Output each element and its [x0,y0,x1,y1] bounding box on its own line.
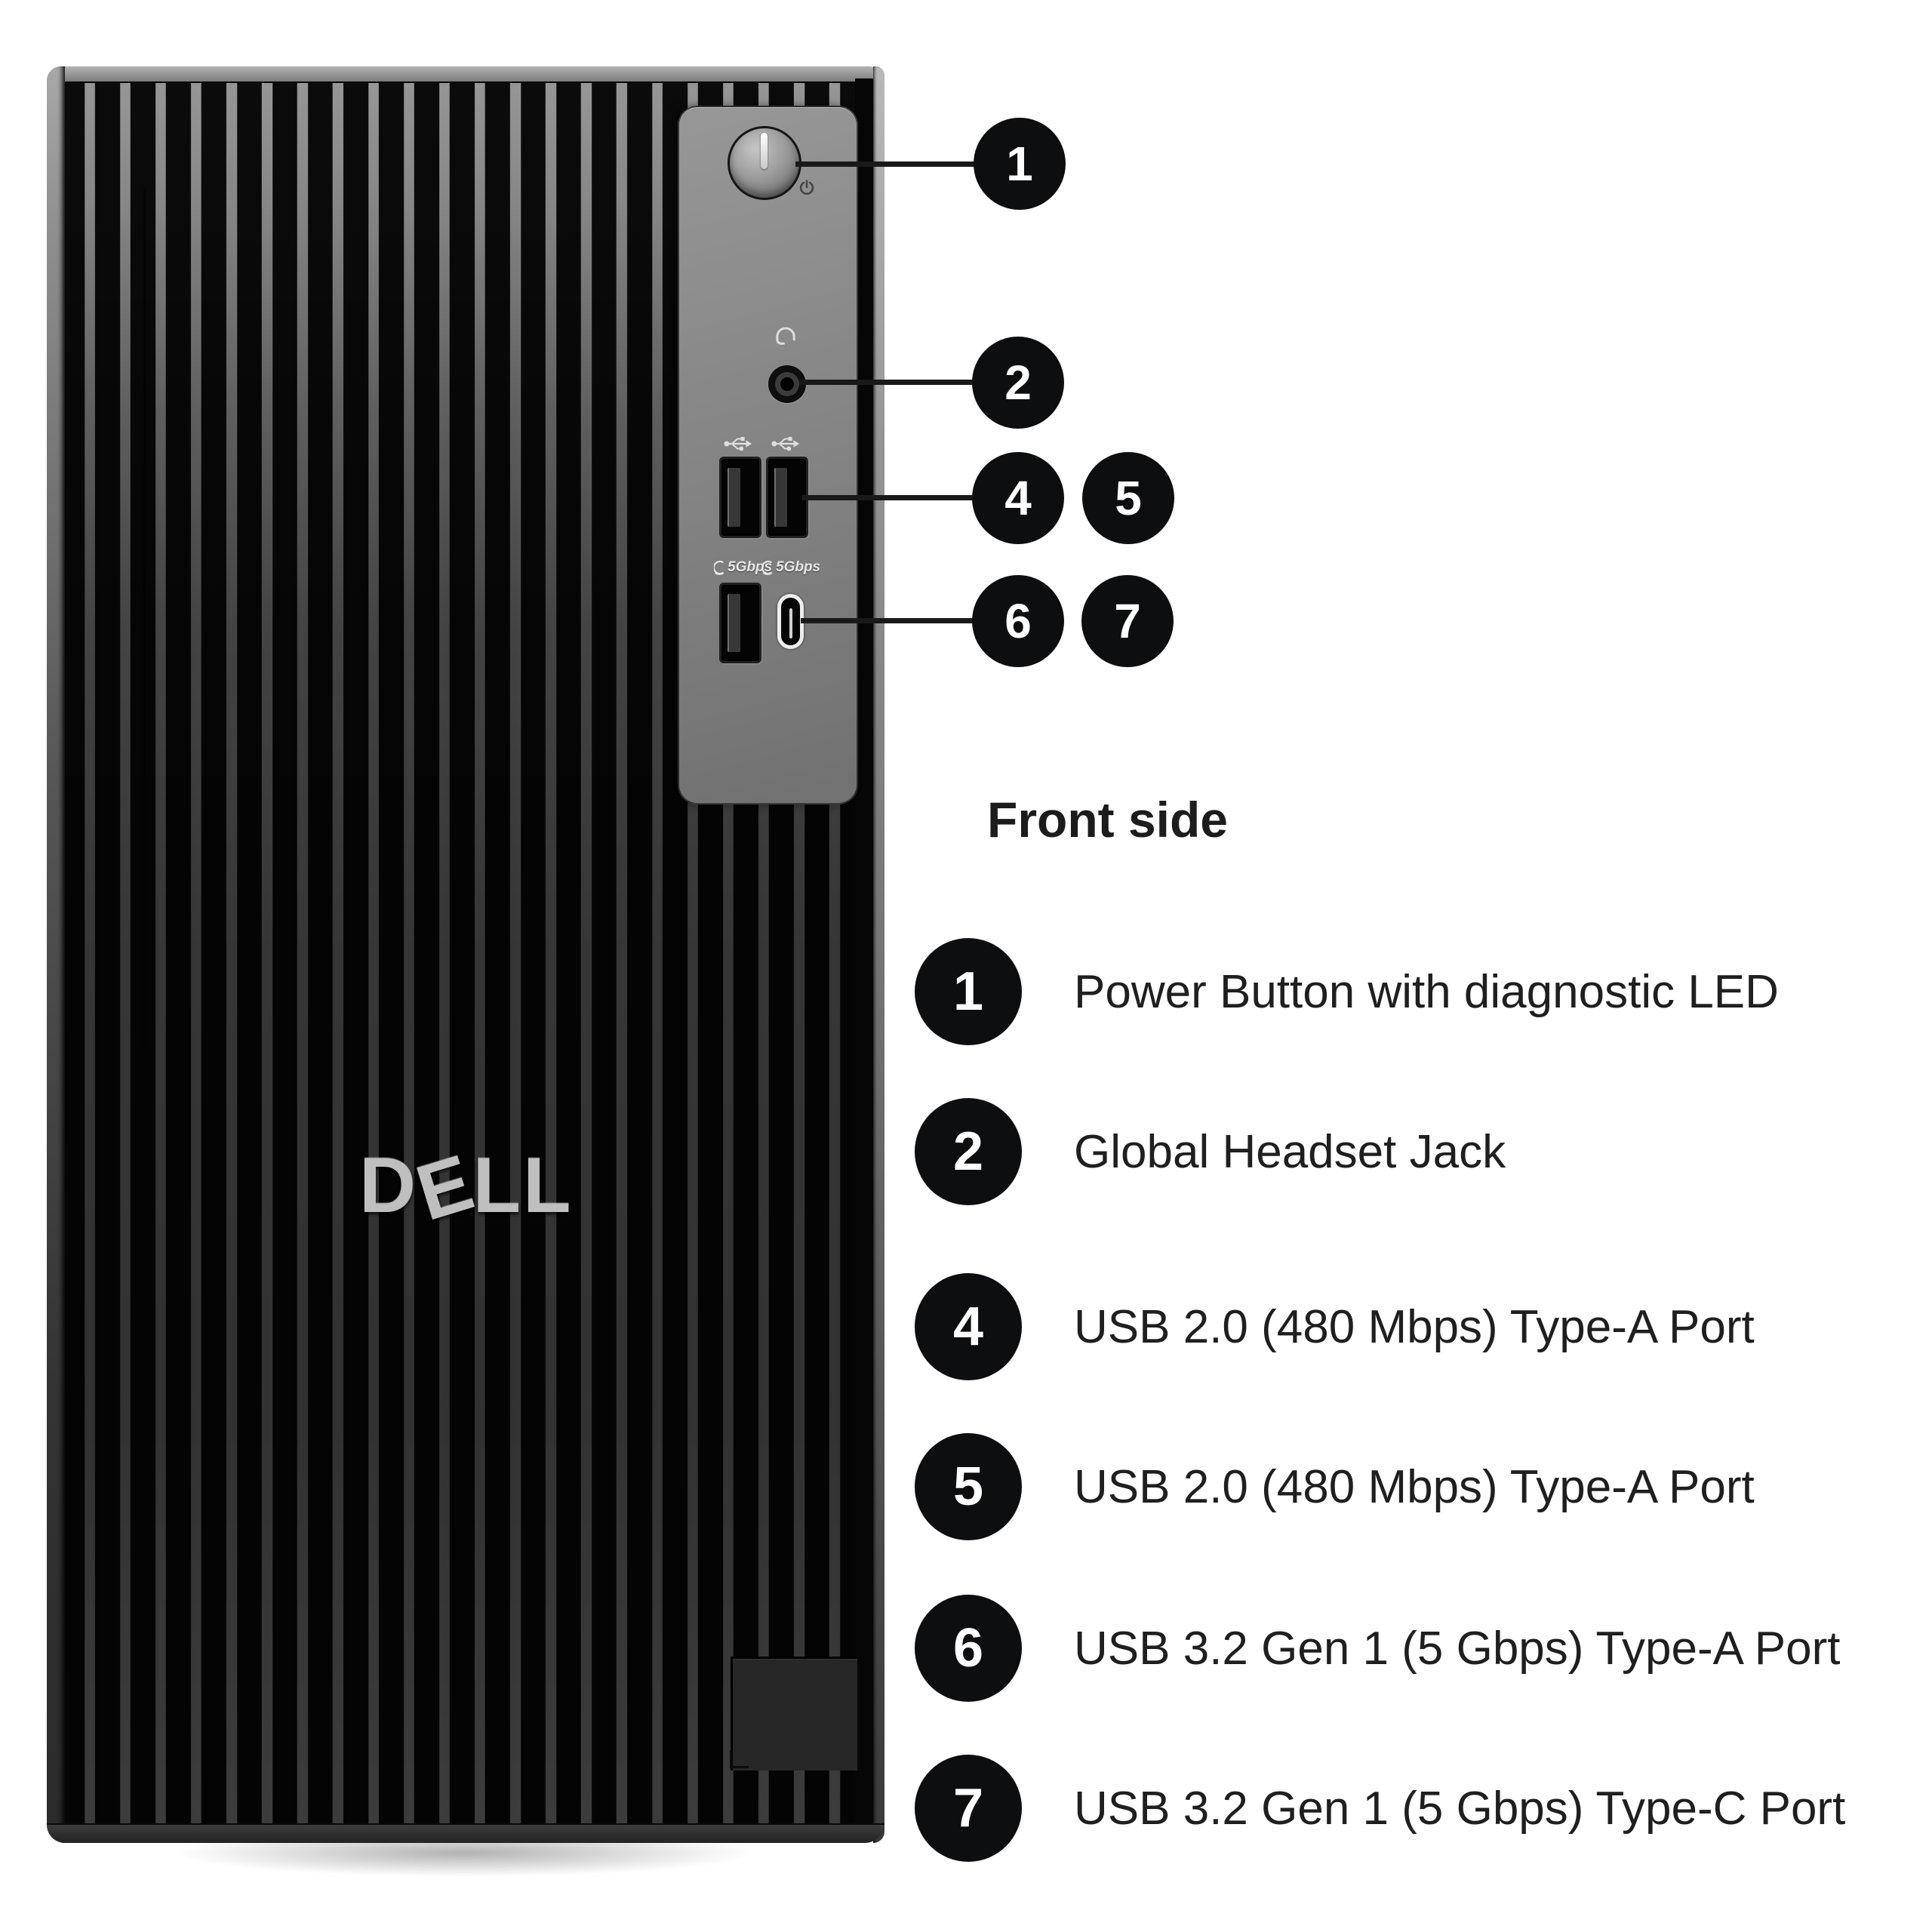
legend-number-badge: 7 [915,1755,1022,1862]
callout-1: 1 [974,118,1066,210]
legend-row-5: 5 USB 2.0 (480 Mbps) Type-A Port [915,1433,1755,1540]
legend-label: USB 3.2 Gen 1 (5 Gbps) Type-C Port [1074,1782,1846,1835]
headset-icon [774,323,797,347]
section-title: Front side [987,792,1229,848]
right-gap-groove [855,78,873,1826]
legend-row-4: 4 USB 2.0 (480 Mbps) Type-A Port [915,1273,1755,1380]
legend-number-badge: 6 [915,1595,1022,1702]
leader-line-2 [799,380,1019,385]
callout-7: 7 [1081,575,1174,667]
callout-number: 2 [1004,355,1032,410]
callout-number: 5 [1115,471,1142,525]
usb2-type-a-port-left [719,457,761,538]
dell-logo-letter: L [472,1141,524,1229]
legend-number-badge: 2 [915,1098,1022,1205]
leader-line-4 [802,495,1019,500]
usb-icon [724,435,752,453]
legend-row-7: 7 USB 3.2 Gen 1 (5 Gbps) Type-C Port [915,1755,1845,1862]
callout-2: 2 [972,337,1064,429]
headset-jack [768,365,806,403]
legend-number-badge: 4 [915,1273,1022,1380]
usb-speed-label: 5Gbps [728,559,773,575]
legend-label: USB 2.0 (480 Mbps) Type-A Port [1074,1460,1755,1513]
leader-line-6 [801,618,1019,623]
right-bezel [873,66,884,1843]
usb2-type-a-port-right [766,457,808,538]
drive-bay-seam-mark [730,1751,749,1768]
callout-6: 6 [972,575,1064,667]
legend-label: Power Button with diagnostic LED [1074,965,1779,1018]
usb3-type-c-port [777,594,804,649]
legend-row-1: 1 Power Button with diagnostic LED [915,938,1779,1045]
callout-number: 1 [1006,137,1033,191]
bottom-bezel [47,1823,884,1843]
top-bezel [47,66,884,82]
callout-number: 4 [1004,471,1032,525]
dell-logo-letter: L [523,1141,574,1229]
legend-label: USB 3.2 Gen 1 (5 Gbps) Type-A Port [1074,1622,1841,1675]
legend-row-6: 6 USB 3.2 Gen 1 (5 Gbps) Type-A Port [915,1595,1840,1702]
front-io-panel: 5Gbps 5Gbps [678,106,858,804]
legend-number-badge: 1 [915,938,1022,1045]
usb-speed-label: 5Gbps [776,559,821,575]
power-button-indicator [761,133,768,169]
usb3-type-a-port [719,583,761,663]
callout-number: 6 [1004,594,1032,648]
leader-line-1 [795,162,1020,167]
dell-logo-letter: D [359,1141,419,1229]
usb-5gbps-badge: 5Gbps [762,558,820,577]
legend-label: Global Headset Jack [1074,1125,1506,1178]
door-seam [143,189,146,1049]
usb-5gbps-badge: 5Gbps [714,558,772,577]
legend-label: USB 2.0 (480 Mbps) Type-A Port [1074,1300,1755,1353]
callout-4: 4 [972,452,1064,544]
usb-icon [771,435,800,453]
tower-floor-shadow [53,1832,875,1900]
legend-number-badge: 5 [915,1433,1022,1540]
left-bezel [47,66,65,1843]
callout-number: 7 [1114,594,1141,648]
legend-row-2: 2 Global Headset Jack [915,1098,1506,1205]
callout-5: 5 [1082,452,1174,544]
drive-bay-panel [731,1657,857,1770]
power-icon [798,180,815,196]
